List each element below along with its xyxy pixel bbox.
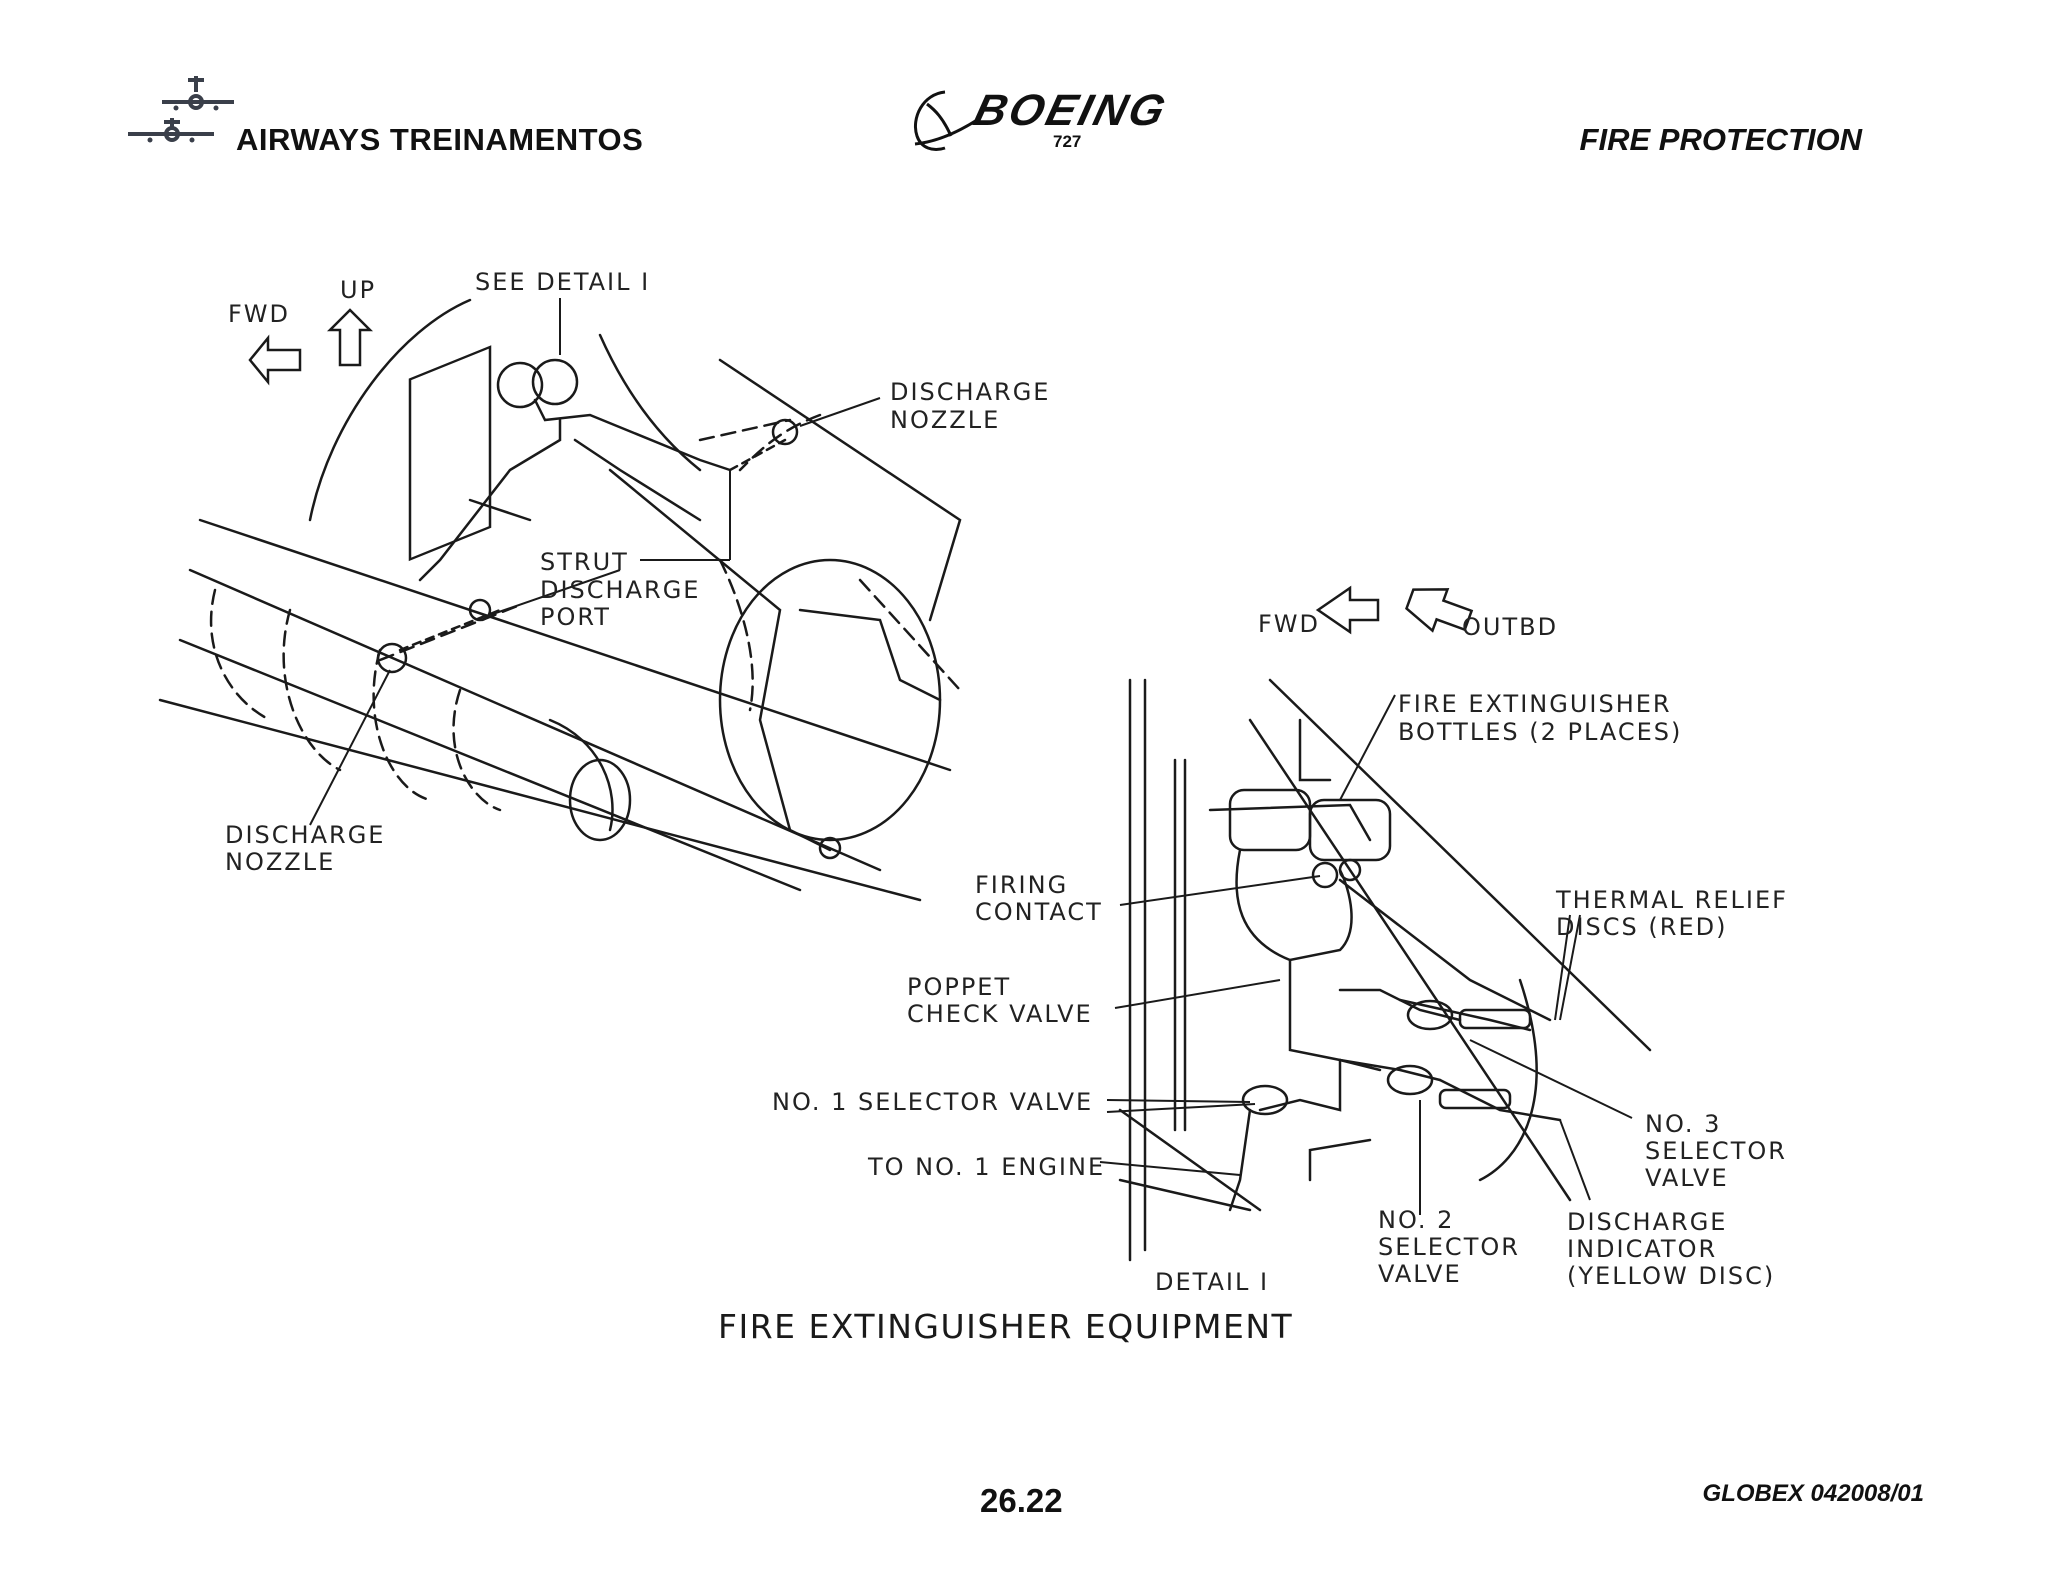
label-poppet-line2: CHECK VALVE <box>907 1000 1093 1028</box>
detail-i-drawing <box>1118 585 1652 1262</box>
leader-lines-left <box>309 298 881 826</box>
airplane-icon <box>128 76 234 143</box>
engine-nacelle-drawing <box>158 298 962 902</box>
document-code: GLOBEX 042008/01 <box>1702 1480 1924 1507</box>
diagram-labels: UP FWD SEE DETAIL I DISCHARGE NOZZLE STR… <box>225 268 1788 1346</box>
label-firing-line2: CONTACT <box>975 898 1103 926</box>
label-no2-line3: VALVE <box>1378 1260 1462 1288</box>
boeing-globe-icon <box>914 90 978 151</box>
section-title: FIRE PROTECTION <box>1579 122 1862 157</box>
label-thermal-line1: THERMAL RELIEF <box>1555 886 1788 914</box>
label-indicator-line2: INDICATOR <box>1567 1235 1717 1263</box>
leader-lines-detail <box>1099 694 1633 1215</box>
label-discharge-nozzle-top-line1: DISCHARGE <box>890 378 1050 406</box>
label-see-detail: SEE DETAIL I <box>475 268 650 296</box>
label-no1-selector: NO. 1 SELECTOR VALVE <box>772 1088 1093 1116</box>
model-number: 727 <box>1053 132 1082 151</box>
label-no3-line1: NO. 3 <box>1645 1110 1721 1138</box>
boeing-logo: BOEING 727 <box>905 84 1195 164</box>
label-no3-line2: SELECTOR <box>1645 1137 1787 1165</box>
label-detail-i: DETAIL I <box>1155 1268 1269 1296</box>
label-discharge-nozzle-bottom-line1: DISCHARGE <box>225 821 385 849</box>
label-strut-line3: PORT <box>540 603 611 631</box>
label-up: UP <box>340 276 376 304</box>
page-number: 26.22 <box>980 1482 1063 1519</box>
company-header: AIRWAYS TREINAMENTOS <box>128 72 688 162</box>
label-bottles-line2: BOTTLES (2 PLACES) <box>1398 718 1682 746</box>
label-strut-line1: STRUT <box>540 548 629 576</box>
label-no3-line3: VALVE <box>1645 1164 1729 1192</box>
label-no2-line2: SELECTOR <box>1378 1233 1520 1261</box>
label-poppet-line1: POPPET <box>907 973 1011 1001</box>
label-discharge-nozzle-top-line2: NOZZLE <box>890 406 1000 434</box>
label-outbd: OUTBD <box>1462 613 1558 641</box>
company-name: AIRWAYS TREINAMENTOS <box>236 122 644 157</box>
label-no2-line1: NO. 2 <box>1378 1206 1454 1234</box>
label-fwd-right: FWD <box>1258 610 1320 638</box>
label-firing-line1: FIRING <box>975 871 1068 899</box>
label-indicator-line3: (YELLOW DISC) <box>1567 1262 1775 1290</box>
label-bottles-line1: FIRE EXTINGUISHER <box>1398 690 1672 718</box>
label-strut-line2: DISCHARGE <box>540 576 700 604</box>
label-thermal-line2: DISCS (RED) <box>1556 913 1727 941</box>
label-fwd-left: FWD <box>228 300 290 328</box>
label-indicator-line1: DISCHARGE <box>1567 1208 1727 1236</box>
diagram-caption: FIRE EXTINGUISHER EQUIPMENT <box>718 1307 1293 1346</box>
label-to-no1-engine: TO NO. 1 ENGINE <box>867 1153 1105 1181</box>
label-discharge-nozzle-bottom-line2: NOZZLE <box>225 848 335 876</box>
